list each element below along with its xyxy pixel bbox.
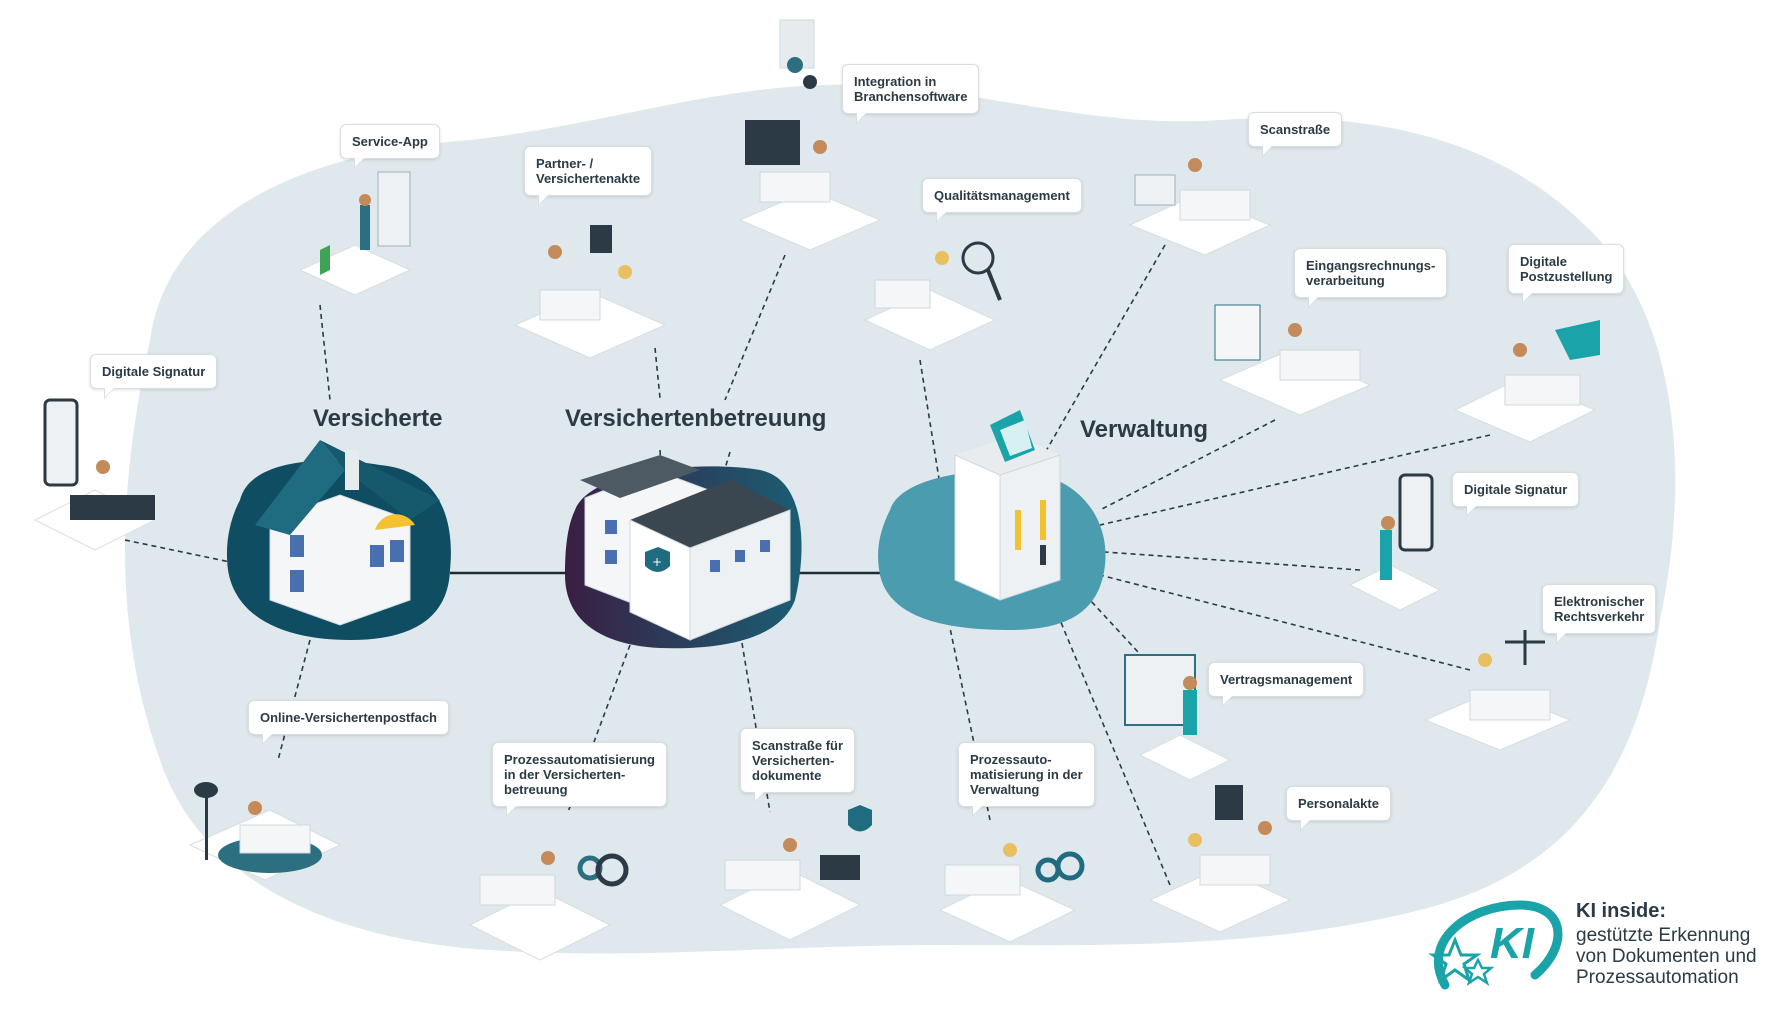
workstations <box>33 19 1600 961</box>
ki-line-1: gestützte Erkennung <box>1576 925 1751 946</box>
hub-title-verwaltung: Verwaltung <box>1080 416 1209 443</box>
bubble-digitale-signatur-right: Digitale Signatur <box>1452 472 1580 517</box>
bubble-digitale-signatur-left: Digitale Signatur <box>90 354 218 399</box>
ki-line-2: von Dokumenten und <box>1576 946 1757 967</box>
bubble-rechtsverkehr: Elektronischer Rechtsverkehr <box>1542 584 1657 644</box>
hub-title-versicherte: Versicherte <box>313 405 443 432</box>
svg-text:+: + <box>652 555 662 569</box>
versicherte-hub <box>226 440 451 640</box>
bubble-postzustellung: Digitale Postzustellung <box>1508 244 1625 304</box>
versichertenbetreuung-hub: + <box>565 455 802 649</box>
bubble-service-app: Service-App <box>340 124 440 169</box>
bubble-scanstrasse: Scanstraße <box>1248 112 1343 157</box>
bubble-prozess-betreuung: Prozessautomatisierung in der Versichert… <box>492 742 667 817</box>
bubble-vertragsmanagement: Vertragsmanagement <box>1208 662 1365 707</box>
ki-line-3: Prozessautomation <box>1576 967 1739 988</box>
bubble-prozess-verwaltung: Prozessauto- matisierung in der Verwaltu… <box>958 742 1095 817</box>
ki-logo-text: KI <box>1490 919 1535 968</box>
bubble-eingangsrechnung: Eingangsrechnungs- verarbeitung <box>1294 248 1448 308</box>
bubble-qualitaetsmanagement: Qualitätsmanagement <box>922 178 1082 223</box>
bubble-partner-akte: Partner- / Versichertenakte <box>524 146 653 206</box>
bubble-personalakte: Personalakte <box>1286 786 1391 831</box>
bubble-postfach: Online-Versichertenpostfach <box>248 700 449 745</box>
bubble-scan-dokumente: Scanstraße für Versicherten- dokumente <box>740 728 856 803</box>
connector-lines <box>124 244 1491 886</box>
hub-title-versichertenbetreuung: Versichertenbetreuung <box>565 405 827 432</box>
bubble-integration: Integration in Branchensoftware <box>842 64 980 124</box>
ki-title: KI inside: <box>1576 900 1667 922</box>
verwaltung-hub <box>878 410 1106 630</box>
ki-logo: KI <box>1428 900 1563 990</box>
